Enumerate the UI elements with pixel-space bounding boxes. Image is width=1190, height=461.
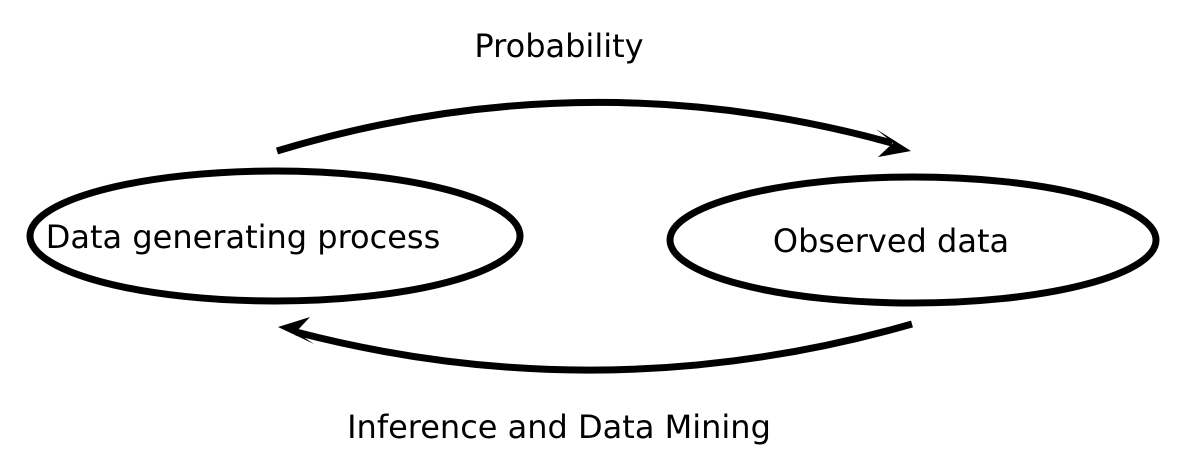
edge-inference [278,317,913,374]
node-label-observed-data: Observed data [773,222,1009,260]
inference-arrow-line [295,320,913,374]
node-shape-data-generating-process [26,167,524,305]
node-shape-observed-data [666,173,1160,307]
node-label-data-generating-process: Data generating process [46,218,440,256]
edge-label-inference: Inference and Data Mining [347,408,771,446]
probability-arrow-line [275,98,893,155]
inference-arrowhead [278,317,314,344]
edge-probability [275,98,911,157]
edge-label-probability: Probability [474,27,643,65]
node-data-generating-process: Data generating process [26,167,524,305]
node-observed-data: Observed data [666,173,1160,307]
probability-arrowhead [876,129,911,157]
